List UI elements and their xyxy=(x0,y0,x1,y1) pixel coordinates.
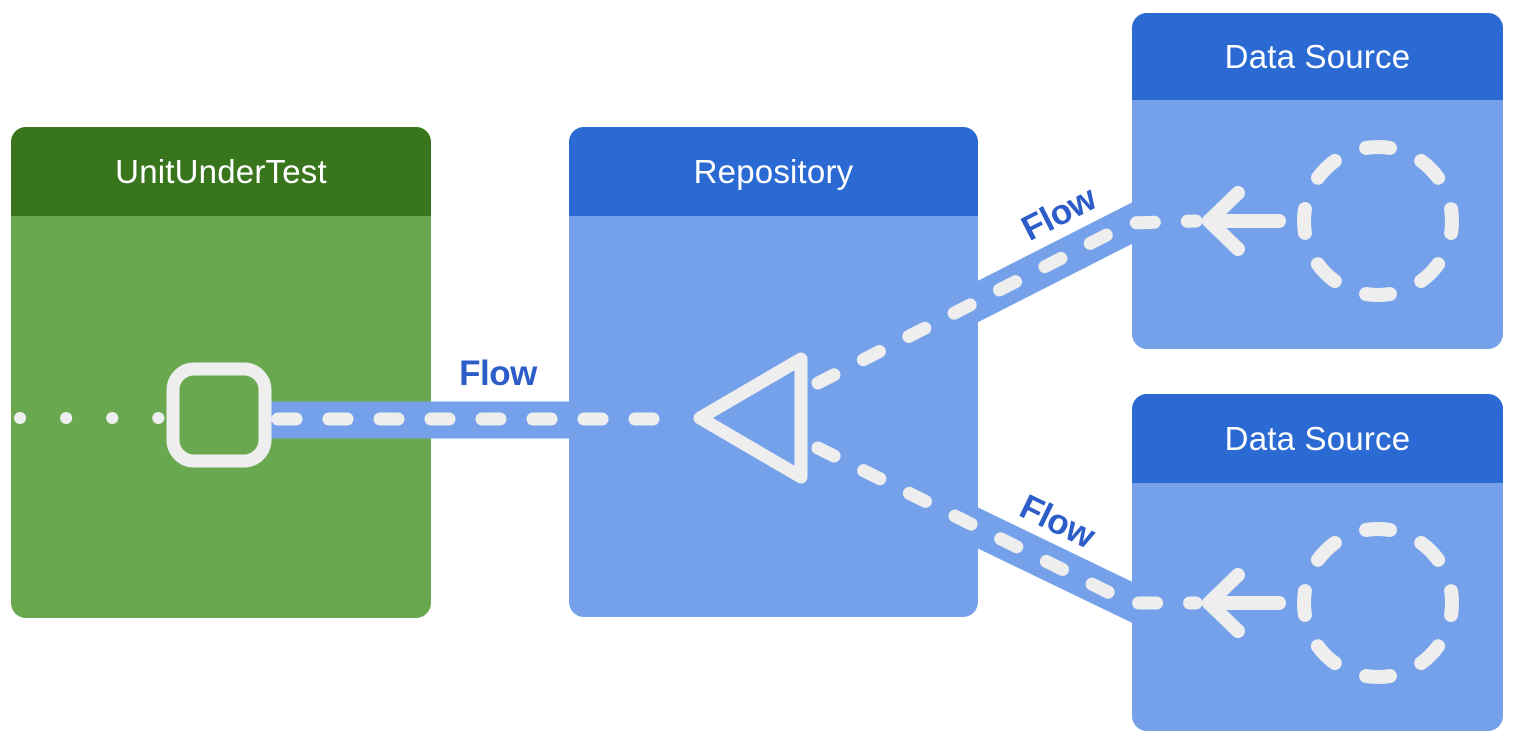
node-data-source-2: Data Source xyxy=(1132,394,1503,731)
node-repository-title: Repository xyxy=(693,152,854,190)
node-repository: Repository xyxy=(569,127,978,617)
node-unit-under-test-title: UnitUnderTest xyxy=(115,152,327,190)
node-data-source-1: Data Source xyxy=(1132,13,1503,349)
flow-label-left: Flow xyxy=(459,354,537,393)
flow-label-bottom: Flow xyxy=(1013,486,1101,557)
node-unit-under-test: UnitUnderTest xyxy=(11,127,431,618)
flow-label-top: Flow xyxy=(1015,178,1103,249)
node-data-source-1-title: Data Source xyxy=(1224,37,1411,75)
node-data-source-2-header: Data Source xyxy=(1132,394,1503,483)
node-repository-header: Repository xyxy=(569,127,978,216)
node-data-source-2-title: Data Source xyxy=(1224,419,1411,457)
node-data-source-1-header: Data Source xyxy=(1132,13,1503,100)
node-unit-under-test-header: UnitUnderTest xyxy=(11,127,431,216)
